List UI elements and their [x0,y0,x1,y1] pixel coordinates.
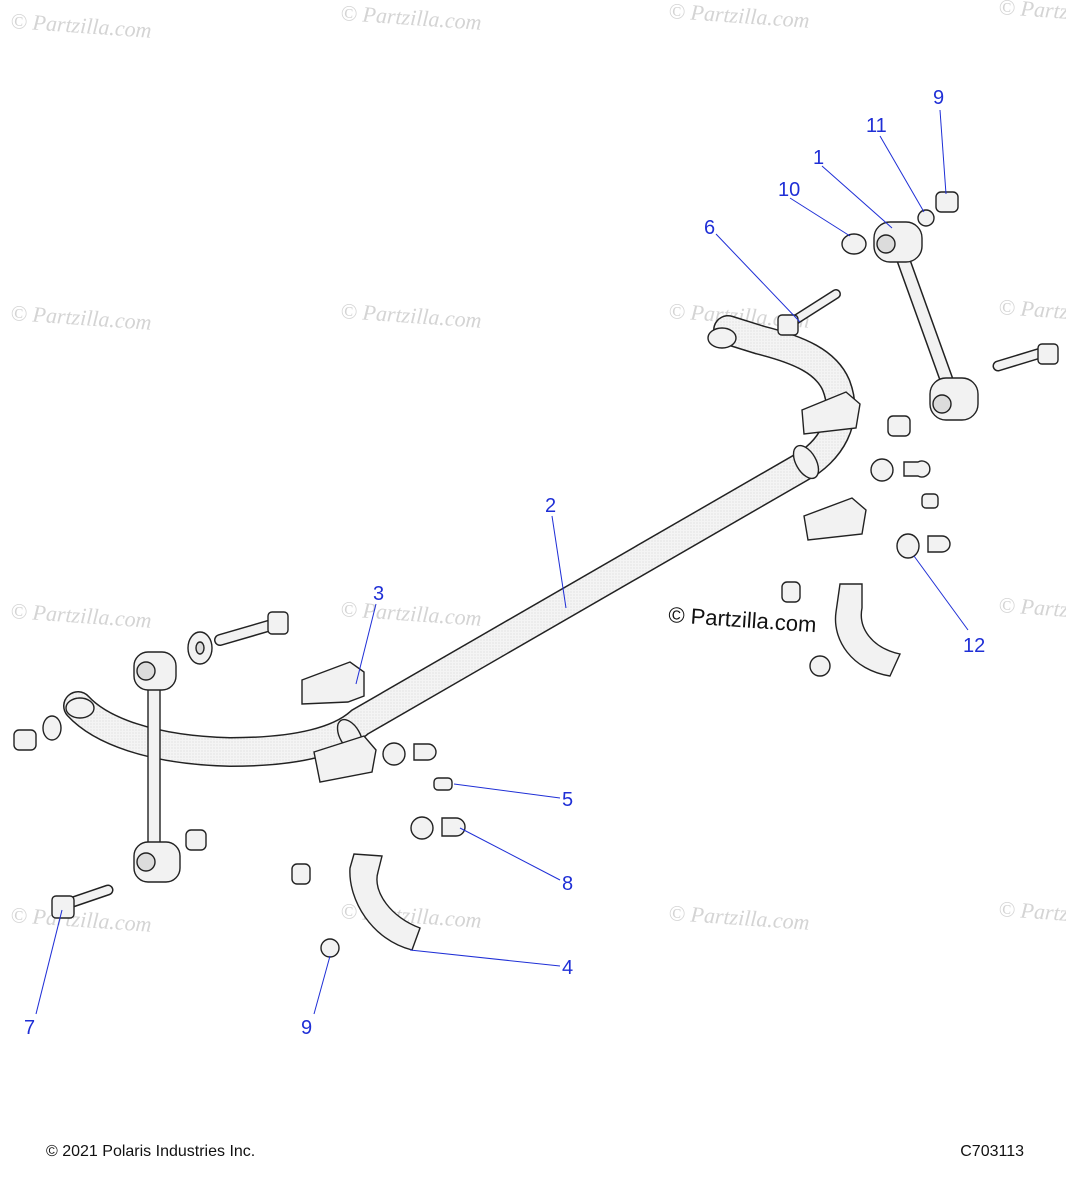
watermark: © Partzilla.com [340,0,483,35]
callout-8: 8 [562,873,573,895]
leader-1 [821,165,893,229]
callout-3: 3 [373,583,384,605]
watermark: © Partzilla.com [10,300,153,335]
callout-7: 7 [24,1017,35,1039]
bushings [301,391,867,783]
watermark: © Partzilla.com [998,294,1066,329]
grease-fitting [921,493,939,509]
washer-hole [195,641,205,655]
bushing-lower [803,497,867,541]
callout-11: 11 [866,115,887,137]
bolt-head [777,314,799,336]
screw [927,535,951,553]
leader-6 [715,233,801,323]
leader-4 [409,949,561,967]
bolt-head [1037,343,1059,365]
washer-12 [896,533,920,559]
leader-9-bottom [313,955,331,1015]
bar-collar-right [792,444,820,480]
washer [410,816,434,840]
callout-10: 10 [778,179,800,201]
nut [781,581,801,603]
callout-4: 4 [562,957,573,979]
leader-3 [355,603,377,685]
watermark: © Partzilla.com [668,900,811,935]
bushing-3-upper [301,661,365,705]
callout-12: 12 [963,635,985,657]
footer-diagram-code: C703113 [960,1143,1024,1160]
leader-12 [913,555,969,631]
link-bushing-hole [932,394,952,414]
clamp-4 [349,853,421,951]
watermark: © Partzilla.com [998,896,1066,931]
callout-9-bottom: 9 [301,1017,312,1039]
watermark: © Partzilla.com [10,902,153,937]
washer [809,655,831,677]
stabilizer-link-left [133,651,181,883]
watermark: © Partzilla.com [668,0,811,33]
clamps [349,583,901,951]
washer [382,742,406,766]
link-bushing-hole [876,234,896,254]
leader-2 [551,515,567,609]
watermark: © Partzilla.com [10,598,153,633]
screw [413,743,437,761]
grease-fitting-5 [433,777,453,791]
nut [291,863,311,885]
washer-10 [841,233,867,255]
callout-6: 6 [704,217,715,239]
bolt-right-upper [777,289,841,336]
watermark: © Partzilla.com [340,298,483,333]
screw-8 [441,817,466,837]
callout-1: 1 [813,147,824,169]
nut [887,415,911,437]
bolt-head [51,895,75,919]
leader-5 [453,783,561,799]
leader-11 [879,135,925,213]
watermark: © Partzilla.com [998,0,1066,29]
bar-end-eye-right [707,327,737,349]
link-bushing-bottom [133,841,181,883]
bolt-left-lower [51,884,114,919]
stabilizer-bar [63,315,856,768]
bushing-3-lower [313,735,377,783]
link-bushing-hole [136,852,156,872]
stabilizer-link-right [873,221,979,421]
callout-2: 2 [545,495,556,517]
link-bushing-hole [136,661,156,681]
washer [42,715,62,741]
leader-8 [459,827,561,881]
watermark: © Partzilla.com [998,592,1066,627]
callouts: 1 2 3 4 5 6 7 8 9 9 10 11 12 [24,87,985,1039]
screw [903,460,931,478]
bolt-head [267,611,289,635]
watermark: © Partzilla.com [340,596,483,631]
watermark: © Partzilla.com [10,8,153,43]
leader-7 [35,909,63,1015]
nut-9 [320,938,340,958]
clamp-right [834,583,901,677]
leader-9-top [939,109,947,195]
leader-10 [789,197,851,237]
bushing-upper [801,391,861,435]
washer-11 [917,209,935,227]
watermark-main: © Partzilla.com [668,602,818,637]
footer-copyright: © 2021 Polaris Industries Inc. [46,1143,256,1160]
bolt-left-upper [214,611,289,646]
nut [185,829,207,851]
nut [13,729,37,751]
callout-9-top: 9 [933,87,944,109]
washer [870,458,894,482]
link-shaft [147,679,161,851]
nut-9 [935,191,959,213]
callout-5: 5 [562,789,573,811]
bar-end-eye-left [65,697,95,719]
bolt-right-lower [992,343,1059,372]
